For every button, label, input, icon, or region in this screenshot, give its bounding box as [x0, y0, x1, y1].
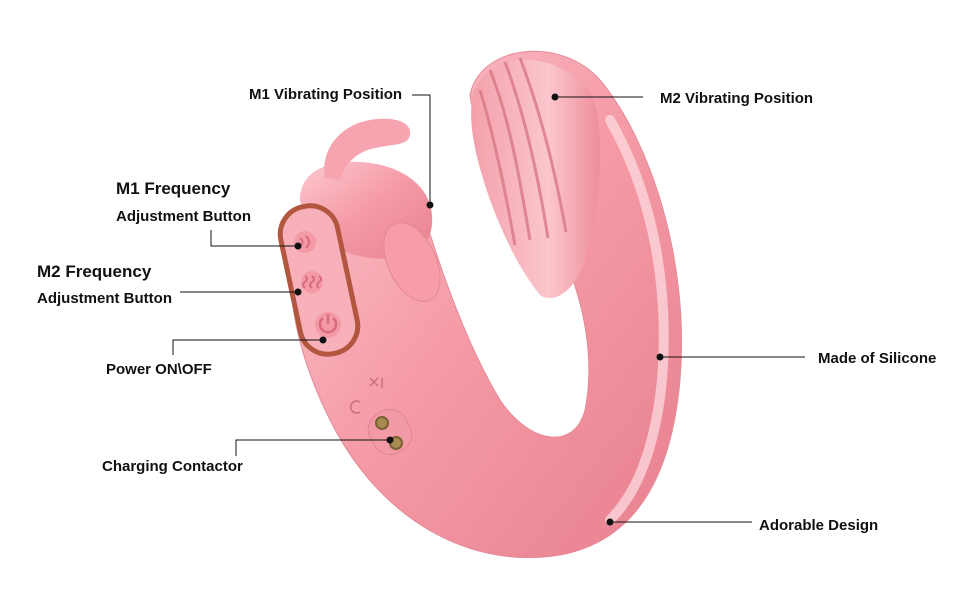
leader-lines [172, 93, 805, 526]
power-label: Power ON\OFF [106, 361, 212, 378]
charging-contactor-label: Charging Contactor [102, 458, 243, 475]
m2-frequency-title: M2 Frequency [37, 262, 152, 281]
head-bump [383, 222, 441, 302]
m1-frequency-subtitle: Adjustment Button [116, 208, 251, 225]
m2-ribs [478, 57, 568, 246]
m2-ribbed-head [471, 59, 601, 299]
m2-vibrating-position-label: M2 Vibrating Position [660, 90, 814, 107]
panel-symbols [350, 377, 383, 414]
m1-frequency-button[interactable] [294, 231, 316, 253]
m2-frequency-subtitle: Adjustment Button [37, 290, 172, 307]
m1-frequency-title: M1 Frequency [116, 179, 231, 198]
head-ear [324, 118, 411, 180]
adorable-design-label: Adorable Design [759, 517, 879, 534]
right-arm-highlight [605, 115, 669, 525]
made-of-silicone-label: Made of Silicone [818, 350, 937, 367]
power-button[interactable] [315, 312, 341, 338]
m1-vibrating-position-label: M1 Vibrating Position [249, 86, 403, 103]
m2-frequency-button[interactable] [301, 271, 323, 293]
